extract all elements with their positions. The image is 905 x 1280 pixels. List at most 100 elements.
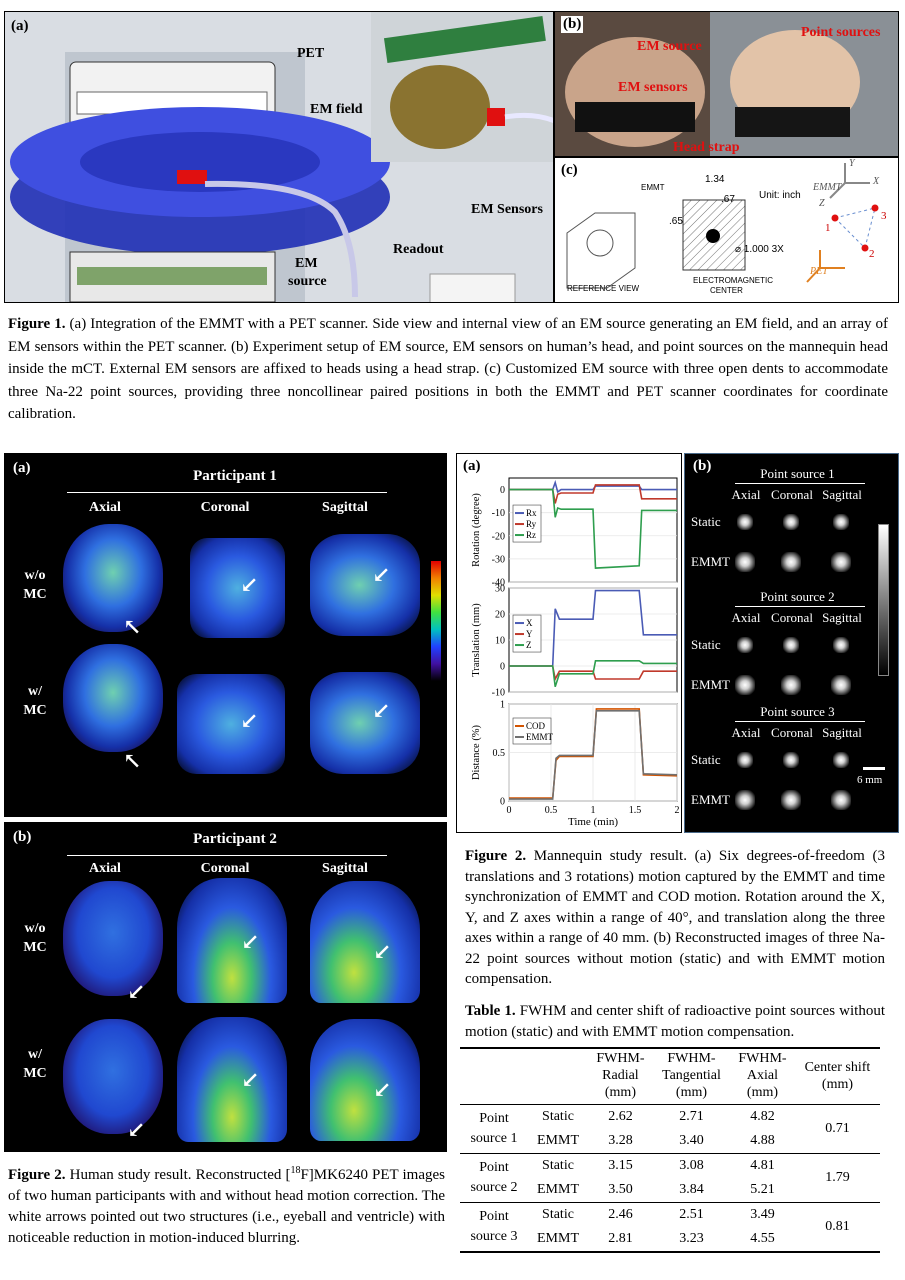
- scale-bar: [863, 767, 885, 770]
- row-emmt: EMMT: [691, 554, 730, 569]
- colorbar: [431, 561, 441, 681]
- participant-title: Participant 1: [193, 468, 277, 484]
- table-cell: 3.40: [652, 1129, 731, 1154]
- y-tick-label: -30: [492, 554, 505, 565]
- label-b-head-strap: Head strap: [673, 140, 740, 155]
- row-w-mc: w/MC: [23, 684, 47, 718]
- arrow-icon: ↙: [373, 1077, 392, 1102]
- point-source-image: [735, 675, 755, 695]
- label-c-y: Y: [849, 158, 855, 169]
- point-source-image: [781, 552, 801, 572]
- series-line-z: [509, 660, 677, 688]
- point-source-title: Point source 2: [760, 589, 835, 604]
- table-cell: 5.21: [730, 1178, 795, 1203]
- label-c-emmt: EMMT: [813, 182, 842, 193]
- arrow-icon: ↙: [241, 929, 260, 954]
- pet-scan-image: [63, 881, 163, 996]
- y-axis-label: Translation (mm): [471, 603, 482, 677]
- point-source-image: [735, 552, 755, 572]
- table1-caption: Table 1. FWHM and center shift of radioa…: [465, 1003, 885, 1040]
- table-cell: 4.55: [750, 1231, 775, 1246]
- label-c-dim-67: .67: [721, 194, 735, 205]
- point-source-image: [737, 752, 753, 768]
- center-shift-cell: 0.81: [825, 1219, 850, 1234]
- point-source-image: [831, 552, 851, 572]
- col-axial: Axial: [89, 861, 121, 876]
- header-cell: Center shift(mm): [794, 1050, 880, 1105]
- label-c-dia: ⌀ 1.000 3X: [735, 244, 784, 255]
- label-readout: Readout: [393, 242, 444, 257]
- table-cell: 3.28: [588, 1129, 653, 1154]
- table-cell: 4.81: [750, 1158, 775, 1173]
- label-pet: PET: [297, 46, 325, 61]
- legend-label: EMMT: [526, 732, 554, 742]
- y-tick-label: -40: [492, 578, 505, 589]
- col-coronal: Coronal: [771, 725, 813, 740]
- label-em-field: EM field: [310, 102, 363, 117]
- mannequin-caption: Figure 2. Mannequin study result. (a) Si…: [465, 848, 885, 987]
- participant-title: Participant 2: [193, 831, 277, 847]
- y-tick-label: -20: [492, 531, 505, 542]
- arrow-icon: ↙: [372, 698, 391, 723]
- col-axial: Axial: [89, 500, 121, 515]
- point-source-image: [831, 790, 851, 810]
- point-source-title: Point source 1: [760, 466, 835, 481]
- legend-label: Rz: [526, 530, 536, 540]
- header-cell: [460, 1050, 528, 1105]
- label-c-unit: Unit: inch: [759, 190, 801, 201]
- y-tick-label: 0: [500, 797, 505, 808]
- table-cell: 3.50: [588, 1178, 653, 1203]
- panel-label: (b): [561, 16, 584, 33]
- label-b-em-sensors: EM sensors: [618, 80, 688, 95]
- title-rule: [735, 483, 865, 484]
- title-rule: [67, 492, 387, 493]
- series-line-rz: [509, 488, 677, 569]
- panel-label: (b): [13, 829, 32, 845]
- table-cell: 2.62: [608, 1109, 633, 1124]
- pet-scan-image: [63, 524, 163, 632]
- col-coronal: Coronal: [200, 861, 250, 876]
- pet-scan-image: [63, 1019, 163, 1134]
- table-cell: 3.23: [679, 1231, 704, 1246]
- col-coronal: Coronal: [771, 610, 813, 625]
- label-c-em-center-2: CENTER: [710, 286, 743, 295]
- pet-scan-image: [310, 534, 420, 636]
- center-shift-cell: 0.71: [794, 1104, 880, 1154]
- col-sagittal: Sagittal: [822, 487, 862, 502]
- label-c-dim-65: .65: [669, 216, 683, 227]
- em-source-drawing: [566, 163, 879, 289]
- y-tick-label: -10: [492, 508, 505, 519]
- label-em-source-1: EM: [295, 256, 318, 271]
- x-tick-label: 1.5: [629, 805, 642, 816]
- col-axial: Axial: [731, 487, 761, 502]
- panel-label: (a): [13, 460, 31, 476]
- caption-label: Table 1.: [465, 1003, 516, 1019]
- label-c-pet: PET: [810, 266, 828, 277]
- caption-text: (a) Integration of the EMMT with a PET s…: [8, 316, 889, 422]
- pet-scan-image: [310, 1019, 420, 1141]
- human-panel-b: (b) Participant 2 Axial Coronal Sagittal…: [4, 822, 447, 1152]
- legend-label: COD: [526, 721, 546, 731]
- col-axial: Axial: [731, 610, 761, 625]
- panel-label: (a): [463, 458, 481, 474]
- table-cell: Static: [542, 1109, 574, 1124]
- x-tick-label: 2: [675, 805, 680, 816]
- arrow-icon: ↙: [127, 979, 146, 1004]
- fig1-panel-a: (a) PET EM field EM source EM Sensors Re…: [4, 11, 554, 303]
- col-coronal: Coronal: [771, 487, 813, 502]
- row-static: Static: [691, 637, 721, 652]
- label-c-dim-134: 1.34: [705, 174, 725, 185]
- legend-box: [512, 717, 552, 745]
- col-sagittal: Sagittal: [822, 725, 862, 740]
- arrow-icon: ↖: [123, 614, 142, 639]
- title-rule: [67, 855, 387, 856]
- label-c-pt3: 3: [881, 210, 887, 222]
- col-sagittal: Sagittal: [322, 500, 368, 515]
- table1-grid: FWHM-Radial(mm)FWHM-Tangential(mm)FWHM-A…: [460, 1050, 880, 1251]
